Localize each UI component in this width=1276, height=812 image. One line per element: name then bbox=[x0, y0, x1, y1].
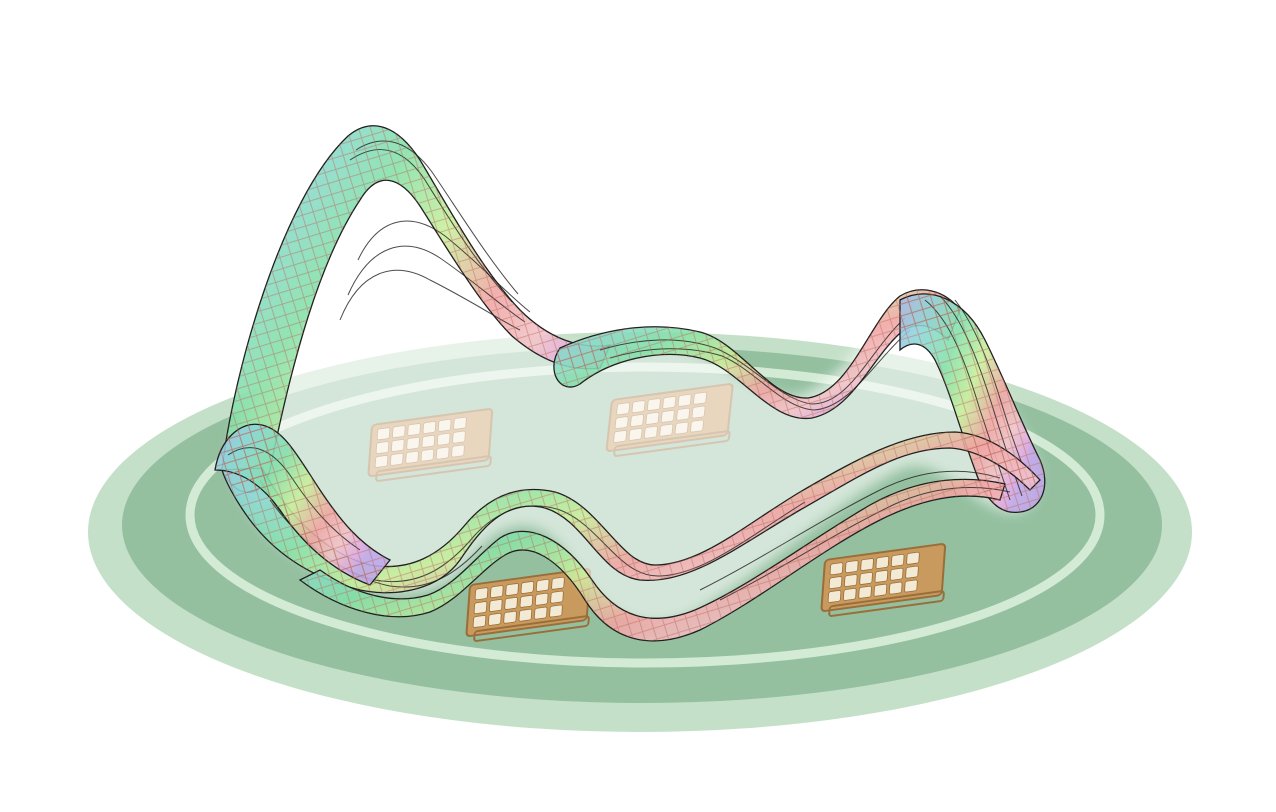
keyboard-key bbox=[551, 576, 565, 590]
keyboard-key bbox=[860, 558, 874, 571]
keyboard-key bbox=[890, 553, 905, 567]
keyboard-key bbox=[859, 571, 873, 585]
keyboard-key bbox=[518, 608, 533, 622]
keyboard-key bbox=[534, 592, 549, 606]
ribbon-sculpture bbox=[214, 125, 1046, 642]
keyboard-key bbox=[828, 576, 843, 590]
keyboard-key bbox=[472, 615, 487, 628]
keyboard-key bbox=[520, 581, 535, 594]
ribbon-mesh bbox=[300, 479, 1005, 641]
keyboard-key bbox=[519, 594, 534, 608]
keyboard-key bbox=[488, 612, 502, 626]
keyboard-key bbox=[535, 578, 550, 592]
keyboard-key bbox=[473, 601, 488, 615]
ribbon-mesh bbox=[222, 125, 610, 493]
keyboard-key bbox=[490, 585, 504, 599]
keyboard-key bbox=[858, 585, 872, 599]
keyboard-key bbox=[489, 599, 503, 612]
keyboard-key bbox=[906, 551, 920, 565]
keyboard-key bbox=[845, 560, 859, 574]
keyboard-key bbox=[873, 583, 888, 597]
keyboard-key bbox=[904, 579, 918, 593]
keyboard-key bbox=[827, 590, 842, 603]
keyboard-key bbox=[505, 583, 519, 596]
keyboard-key bbox=[843, 587, 857, 601]
keyboard-key bbox=[504, 596, 518, 610]
keyboard-key bbox=[474, 587, 489, 601]
keyboard-key bbox=[550, 590, 564, 604]
keyboard-key bbox=[533, 606, 548, 620]
keyboard-key bbox=[829, 562, 844, 576]
keyboard-key bbox=[889, 567, 904, 581]
keyboard-key bbox=[503, 610, 517, 624]
ribbon-mesh-overlay bbox=[215, 125, 1045, 641]
keyboard-4 bbox=[820, 543, 947, 617]
keyboard-key bbox=[875, 556, 890, 569]
keyboard-key bbox=[844, 574, 858, 587]
keyboard-key bbox=[549, 604, 563, 618]
keyboard-key bbox=[905, 565, 919, 579]
ribbon-mesh bbox=[222, 432, 1040, 593]
ribbon-mesh bbox=[215, 424, 390, 585]
keyboard-key bbox=[888, 581, 903, 595]
keyboard-key bbox=[874, 569, 889, 583]
